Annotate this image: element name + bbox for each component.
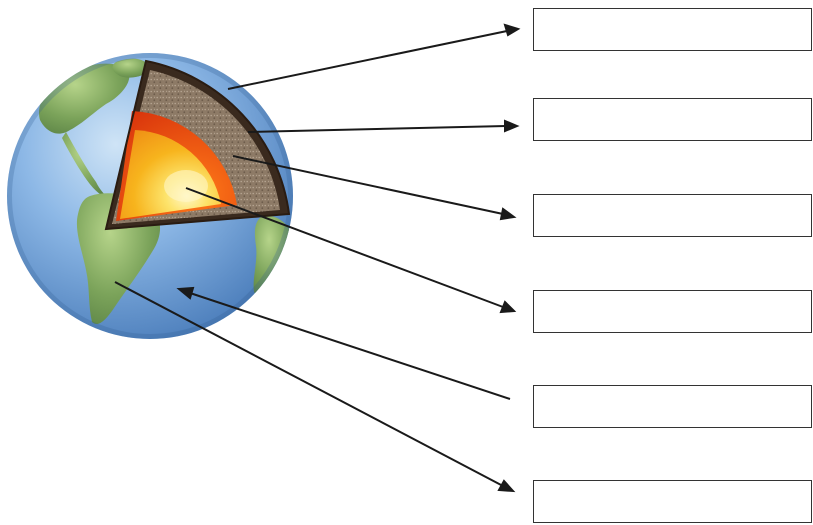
label-box-1[interactable] [533,8,812,51]
arrowhead-2 [505,121,517,131]
label-box-2[interactable] [533,98,812,141]
label-box-4[interactable] [533,290,812,333]
arrowhead-3 [501,209,514,219]
label-box-3[interactable] [533,194,812,237]
arrowhead-1 [505,25,518,35]
pointer-arrow-6 [115,282,503,486]
core-highlight [164,170,208,202]
label-box-6[interactable] [533,480,812,523]
arrowhead-4 [501,302,514,312]
label-box-5[interactable] [533,385,812,428]
arrowhead-6 [499,481,513,491]
pointer-arrow-1 [228,31,507,89]
pointer-arrow-2 [248,126,506,132]
